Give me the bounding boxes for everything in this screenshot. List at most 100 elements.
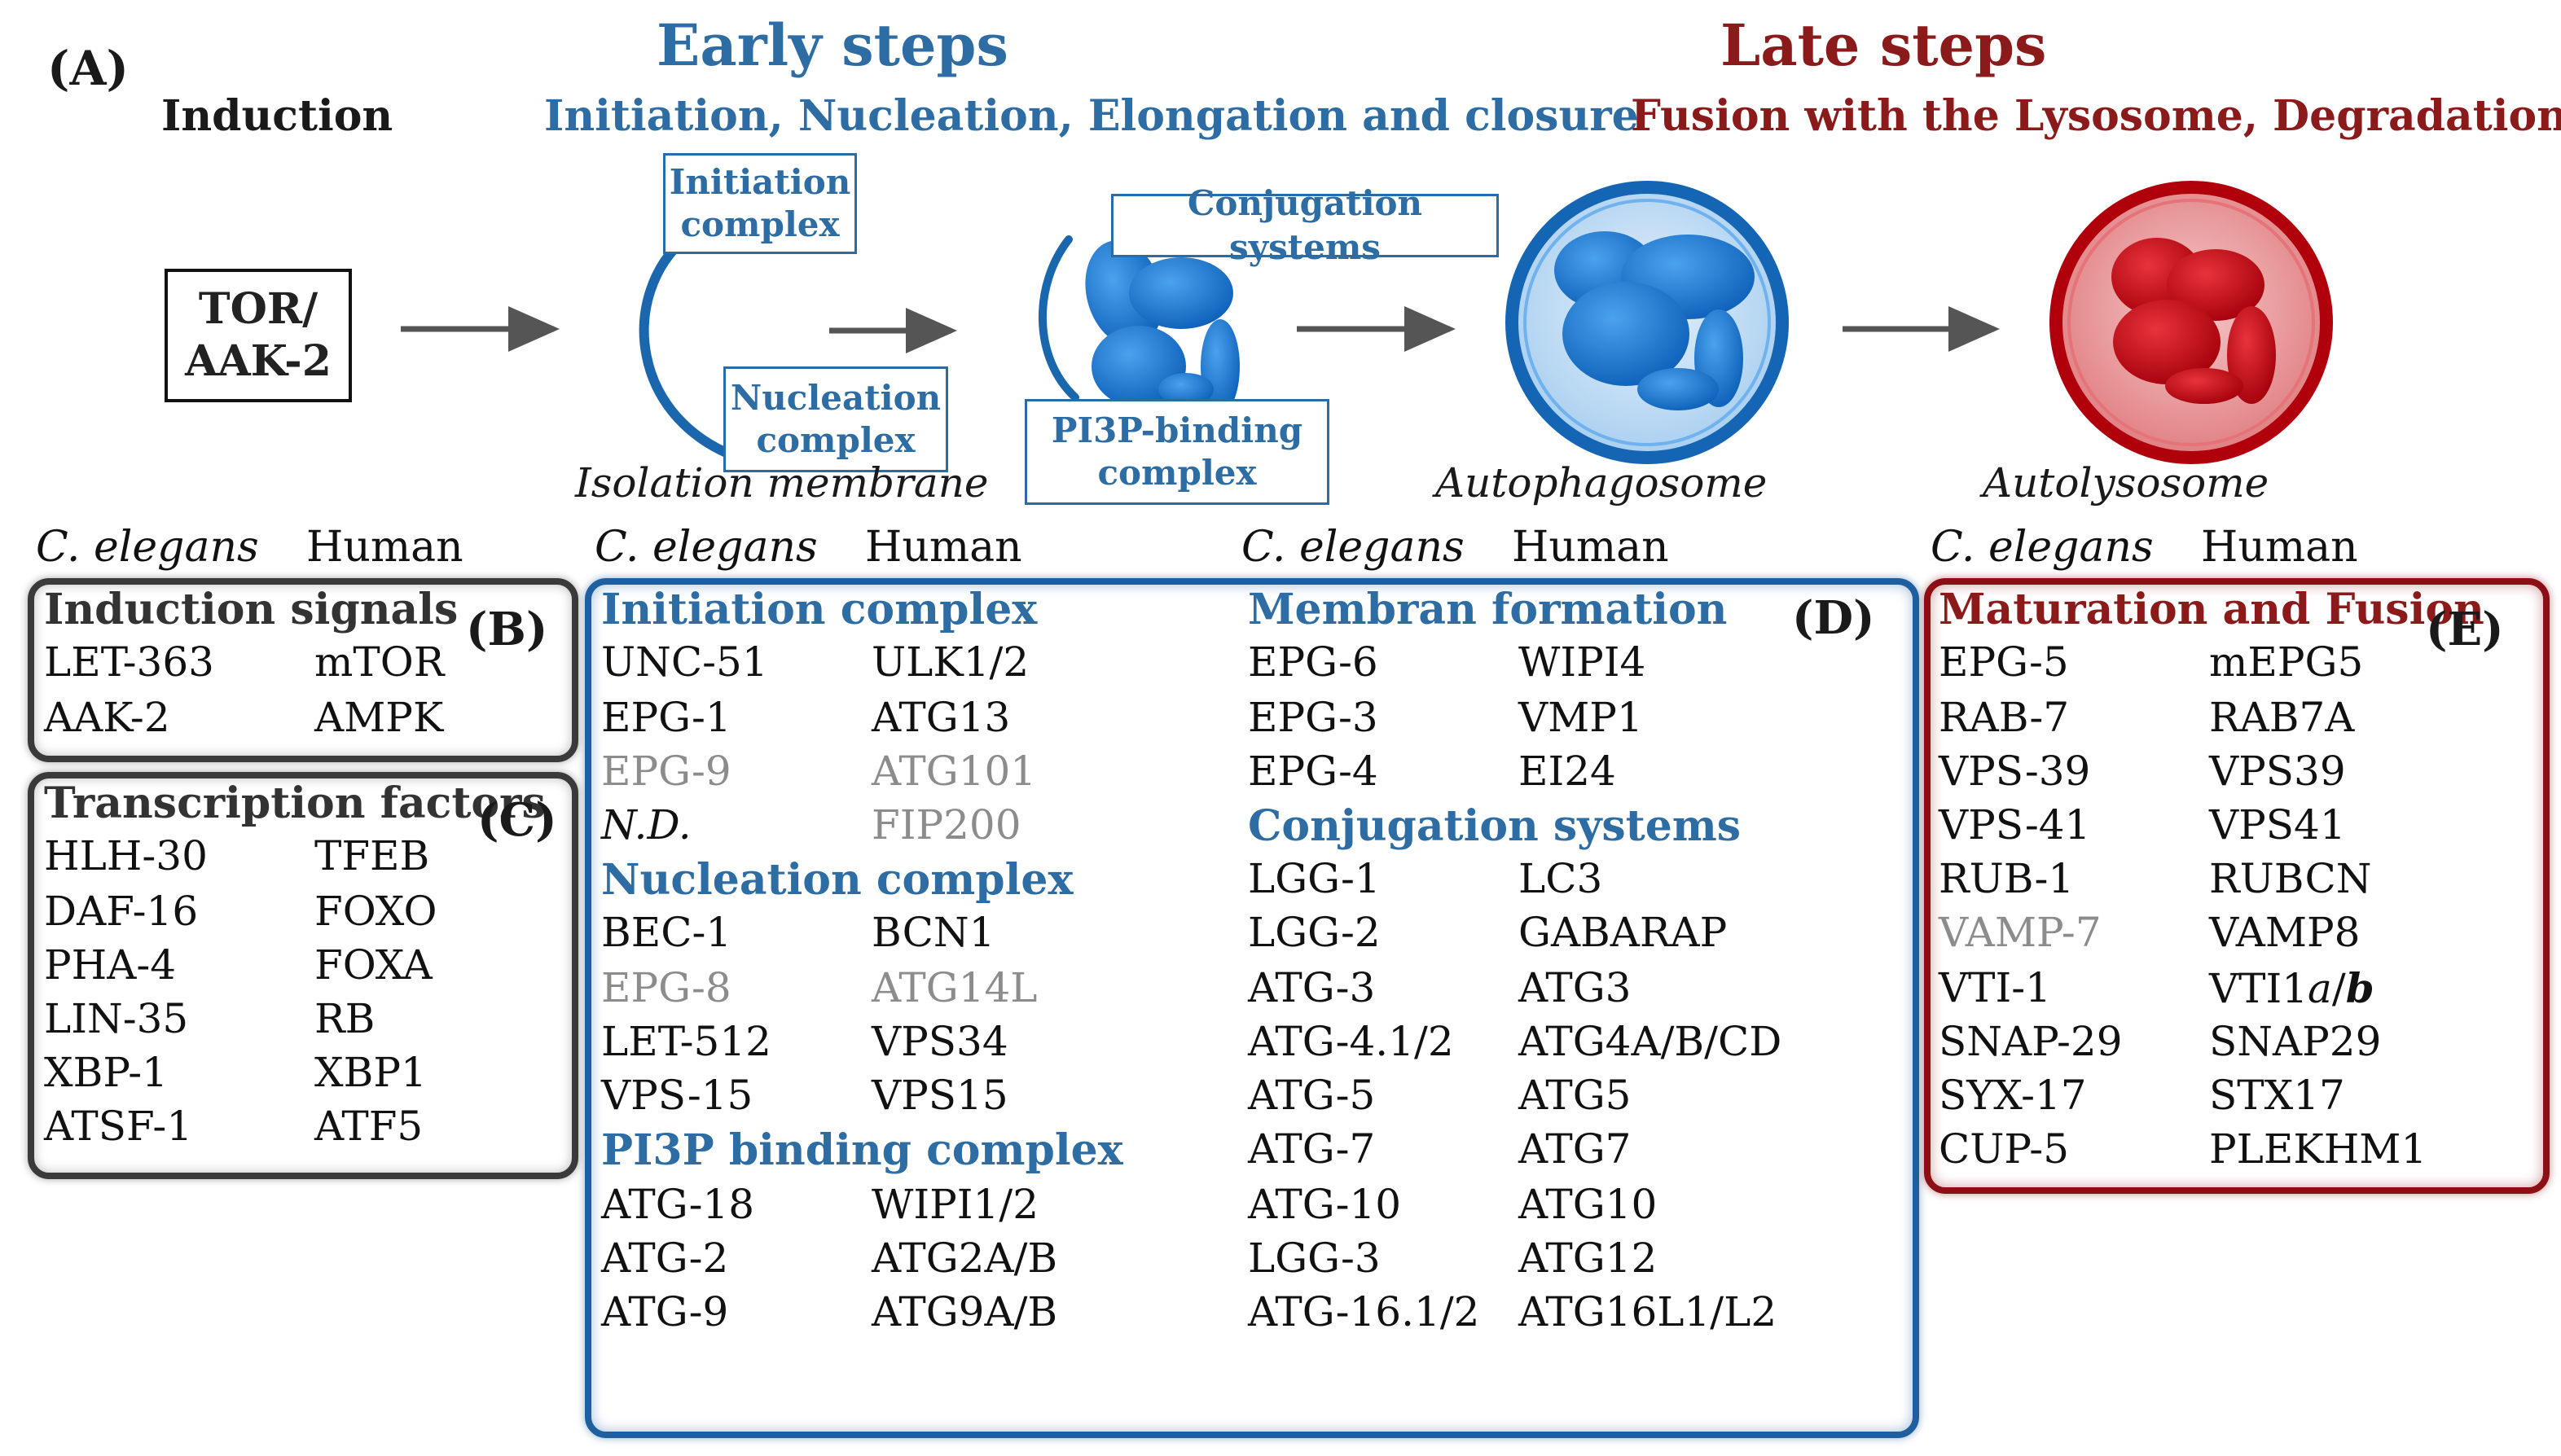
conj-row-8-human: ATG12: [1518, 1235, 1658, 1282]
panel-b-row-2-celegans: AAK-2: [44, 694, 170, 741]
panel-label-a: (A): [47, 41, 129, 96]
init-row-4-celegans: N.D.: [601, 801, 692, 849]
conj-row-6-human: ATG7: [1518, 1125, 1632, 1173]
panel-c-row-1-celegans: HLH-30: [44, 832, 208, 879]
isolation-membrane-shape: [639, 233, 753, 466]
nuc-row-2-celegans: EPG-8: [601, 964, 731, 1011]
e-row-6-human: VAMP8: [2209, 909, 2361, 956]
panel-b-row-2-human: AMPK: [314, 694, 444, 741]
nucleation-complex-label: Nucleation complex: [723, 366, 948, 472]
pi3p-row-2-celegans: ATG-2: [601, 1235, 729, 1282]
vti1-suffix-a: a: [2308, 965, 2332, 1012]
header-celegans-4: C. elegans: [1931, 523, 2154, 572]
panel-c: [28, 772, 578, 1179]
panel-c-row-1-human: TFEB: [314, 832, 430, 879]
header-human-2: Human: [865, 523, 1022, 572]
header-human-4: Human: [2201, 523, 2358, 572]
mem-row-1-human: WIPI4: [1518, 638, 1646, 686]
init-row-2-celegans: EPG-1: [601, 694, 731, 741]
nuc-row-4-celegans: VPS-15: [601, 1072, 753, 1119]
e-row-8-celegans: SNAP-29: [1939, 1018, 2123, 1065]
pi3p-row-2-human: ATG2A/B: [872, 1235, 1058, 1282]
panel-d: [585, 578, 1919, 1438]
e-row-10-human: PLEKHM1: [2209, 1125, 2427, 1173]
panel-label-c: (C): [477, 793, 557, 847]
e-row-3-celegans: VPS-39: [1939, 748, 2091, 795]
autolysosome-caption: Autolysosome: [1983, 459, 2269, 507]
nuc-row-2-human: ATG14L: [872, 964, 1038, 1011]
panel-b-row-1-celegans: LET-363: [44, 638, 214, 686]
conjugation-systems-title: Conjugation systems: [1248, 801, 1742, 851]
isolation-membrane-caption: Isolation membrane: [575, 459, 989, 507]
initiation-complex-label: Initiation complex: [663, 153, 857, 254]
vti1-suffix-b: b: [2345, 964, 2374, 1012]
header-celegans-3: C. elegans: [1241, 523, 1465, 572]
pi3p-binding-complex-label: PI3P-binding complex: [1025, 399, 1329, 505]
conj-row-2-human: GABARAP: [1518, 909, 1728, 956]
panel-c-row-3-human: FOXA: [314, 941, 433, 989]
nuc-row-3-celegans: LET-512: [601, 1018, 771, 1065]
nucleation-label-line1: Nucleation: [730, 378, 942, 418]
e-row-3-human: VPS39: [2209, 748, 2346, 795]
early-steps-subtitle: Initiation, Nucleation, Elongation and c…: [544, 91, 1639, 141]
panel-c-row-5-celegans: XBP-1: [44, 1049, 168, 1096]
panel-c-row-6-celegans: ATSF-1: [44, 1103, 193, 1150]
panel-b: [28, 578, 578, 762]
panel-c-row-6-human: ATF5: [314, 1103, 424, 1150]
init-row-3-human: ATG101: [872, 748, 1037, 795]
panel-label-b: (B): [466, 603, 548, 656]
pi3p-row-1-human: WIPI1/2: [872, 1181, 1039, 1228]
conj-row-5-human: ATG5: [1518, 1072, 1632, 1119]
phagophore-cargo: [1085, 240, 1240, 414]
nucleation-complex-title: Nucleation complex: [601, 855, 1074, 905]
aak2-label: AAK-2: [185, 336, 332, 386]
autophagosome-caption: Autophagosome: [1435, 459, 1768, 507]
e-row-6-celegans: VAMP-7: [1939, 909, 2102, 956]
header-human-3: Human: [1512, 523, 1669, 572]
conj-row-7-human: ATG10: [1518, 1181, 1658, 1228]
tor-aak2-box: TOR/ AAK-2: [165, 269, 352, 402]
conj-row-1-celegans: LGG-1: [1248, 855, 1381, 902]
mem-row-2-celegans: EPG-3: [1248, 694, 1378, 741]
conj-row-1-human: LC3: [1518, 855, 1603, 902]
e-row-1-human: mEPG5: [2209, 638, 2364, 686]
panel-c-row-5-human: XBP1: [314, 1049, 427, 1096]
e-row-7-celegans: VTI-1: [1939, 964, 2051, 1011]
pi3p-binding-complex-title: PI3P binding complex: [601, 1125, 1123, 1175]
initiation-label-line1: Initiation: [669, 162, 851, 202]
e-row-4-human: VPS41: [2209, 801, 2346, 849]
init-row-4-human: FIP200: [872, 801, 1021, 849]
panel-label-e: (E): [2426, 603, 2504, 656]
autophagosome-shape: [1505, 181, 1789, 464]
e-row-9-human: STX17: [2209, 1072, 2345, 1119]
membrane-formation-title: Membran formation: [1248, 585, 1728, 634]
pi3p-label-line2: complex: [1097, 453, 1257, 493]
induction-heading: Induction: [161, 91, 393, 141]
e-row-5-celegans: RUB-1: [1939, 855, 2075, 902]
panel-e: [1924, 578, 2550, 1194]
mem-row-2-human: VMP1: [1518, 694, 1643, 741]
panel-c-row-3-celegans: PHA-4: [44, 941, 177, 989]
mem-row-3-human: EI24: [1518, 748, 1616, 795]
tor-label: TOR/: [198, 284, 318, 334]
header-celegans-2: C. elegans: [595, 523, 818, 572]
nuc-row-4-human: VPS15: [872, 1072, 1008, 1119]
init-row-2-human: ATG13: [872, 694, 1011, 741]
maturation-fusion-title: Maturation and Fusion: [1939, 585, 2484, 634]
conj-row-2-celegans: LGG-2: [1248, 909, 1381, 956]
conj-row-9-celegans: ATG-16.1/2: [1248, 1288, 1480, 1335]
panel-label-d: (D): [1792, 591, 1875, 645]
conj-row-3-celegans: ATG-3: [1248, 964, 1376, 1011]
phagophore-shape: [1039, 235, 1079, 401]
conj-row-5-celegans: ATG-5: [1248, 1072, 1376, 1119]
e-row-2-human: RAB7A: [2209, 694, 2355, 741]
e-row-4-celegans: VPS-41: [1939, 801, 2091, 849]
pi3p-row-3-celegans: ATG-9: [601, 1288, 729, 1335]
vti1-base: VTI1: [2209, 965, 2308, 1012]
conj-row-8-celegans: LGG-3: [1248, 1235, 1381, 1282]
e-row-9-celegans: SYX-17: [1939, 1072, 2087, 1119]
late-steps-subtitle: Fusion with the Lysosome, Degradation: [1631, 91, 2561, 141]
initiation-label-line2: complex: [680, 204, 840, 244]
conj-row-6-celegans: ATG-7: [1248, 1125, 1376, 1173]
e-row-7-human: VTI1a/b: [2209, 964, 2374, 1012]
